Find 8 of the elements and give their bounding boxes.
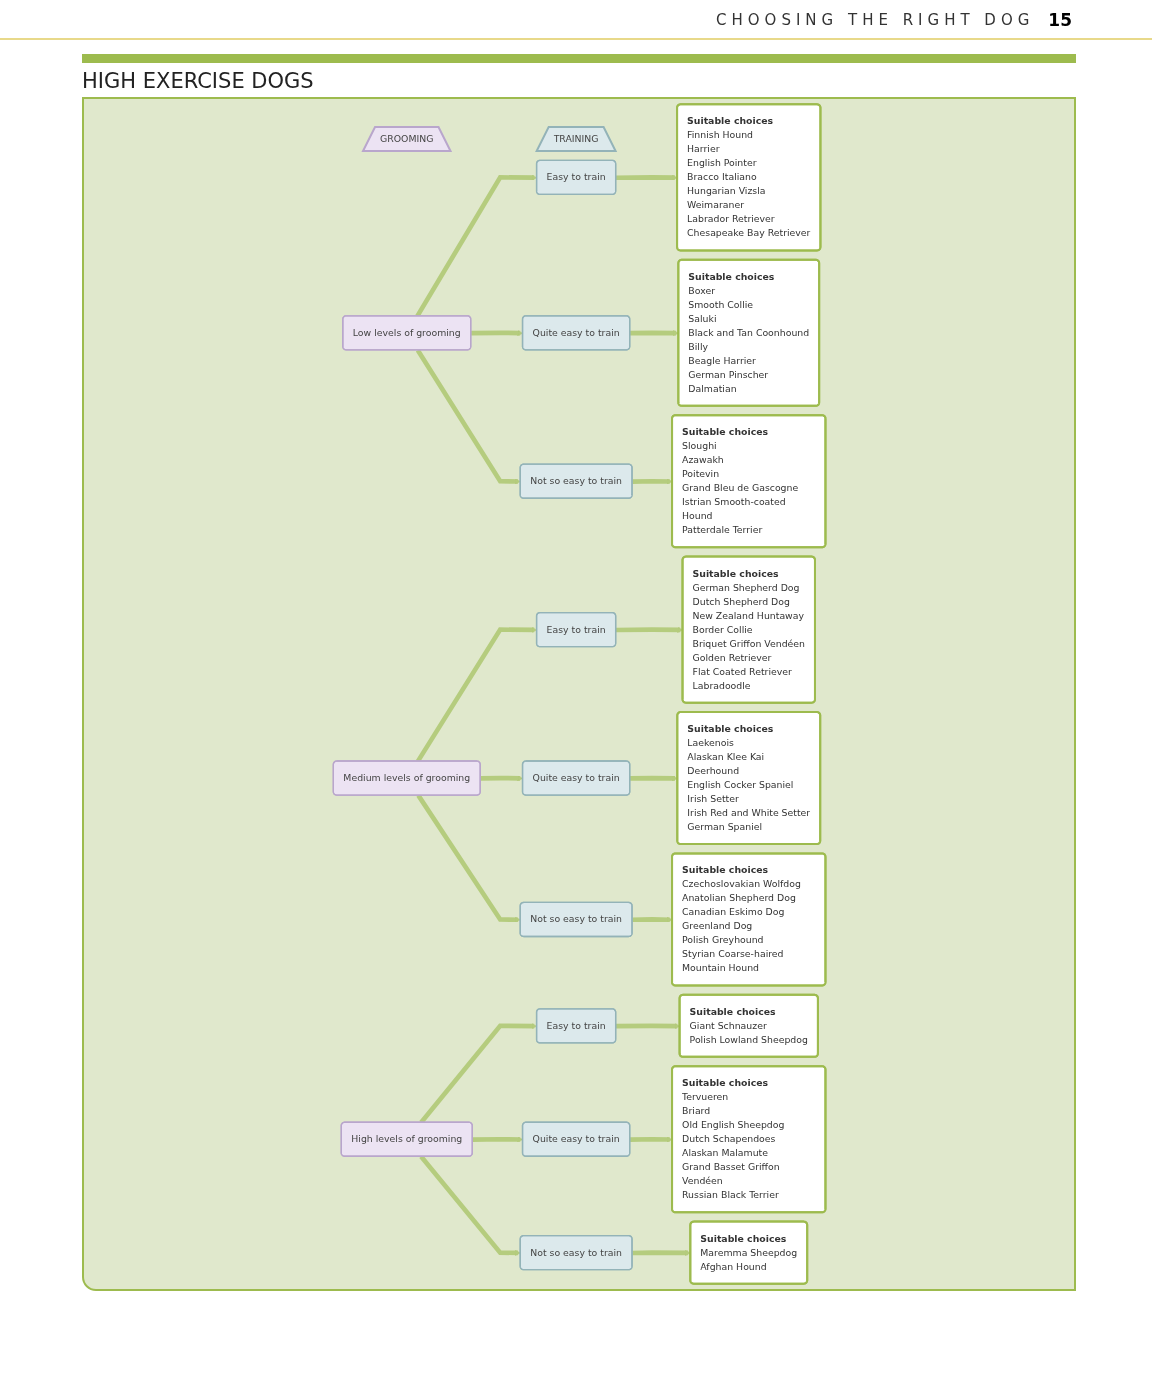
running-header: CHOOSING THE RIGHT DOG <box>716 11 1035 29</box>
arrow <box>470 330 523 336</box>
page-number: 15 <box>1048 10 1072 30</box>
arrow <box>480 775 523 782</box>
arrow <box>415 627 537 763</box>
arrow <box>615 1023 680 1030</box>
arrow <box>472 1136 523 1143</box>
arrow <box>615 626 683 633</box>
